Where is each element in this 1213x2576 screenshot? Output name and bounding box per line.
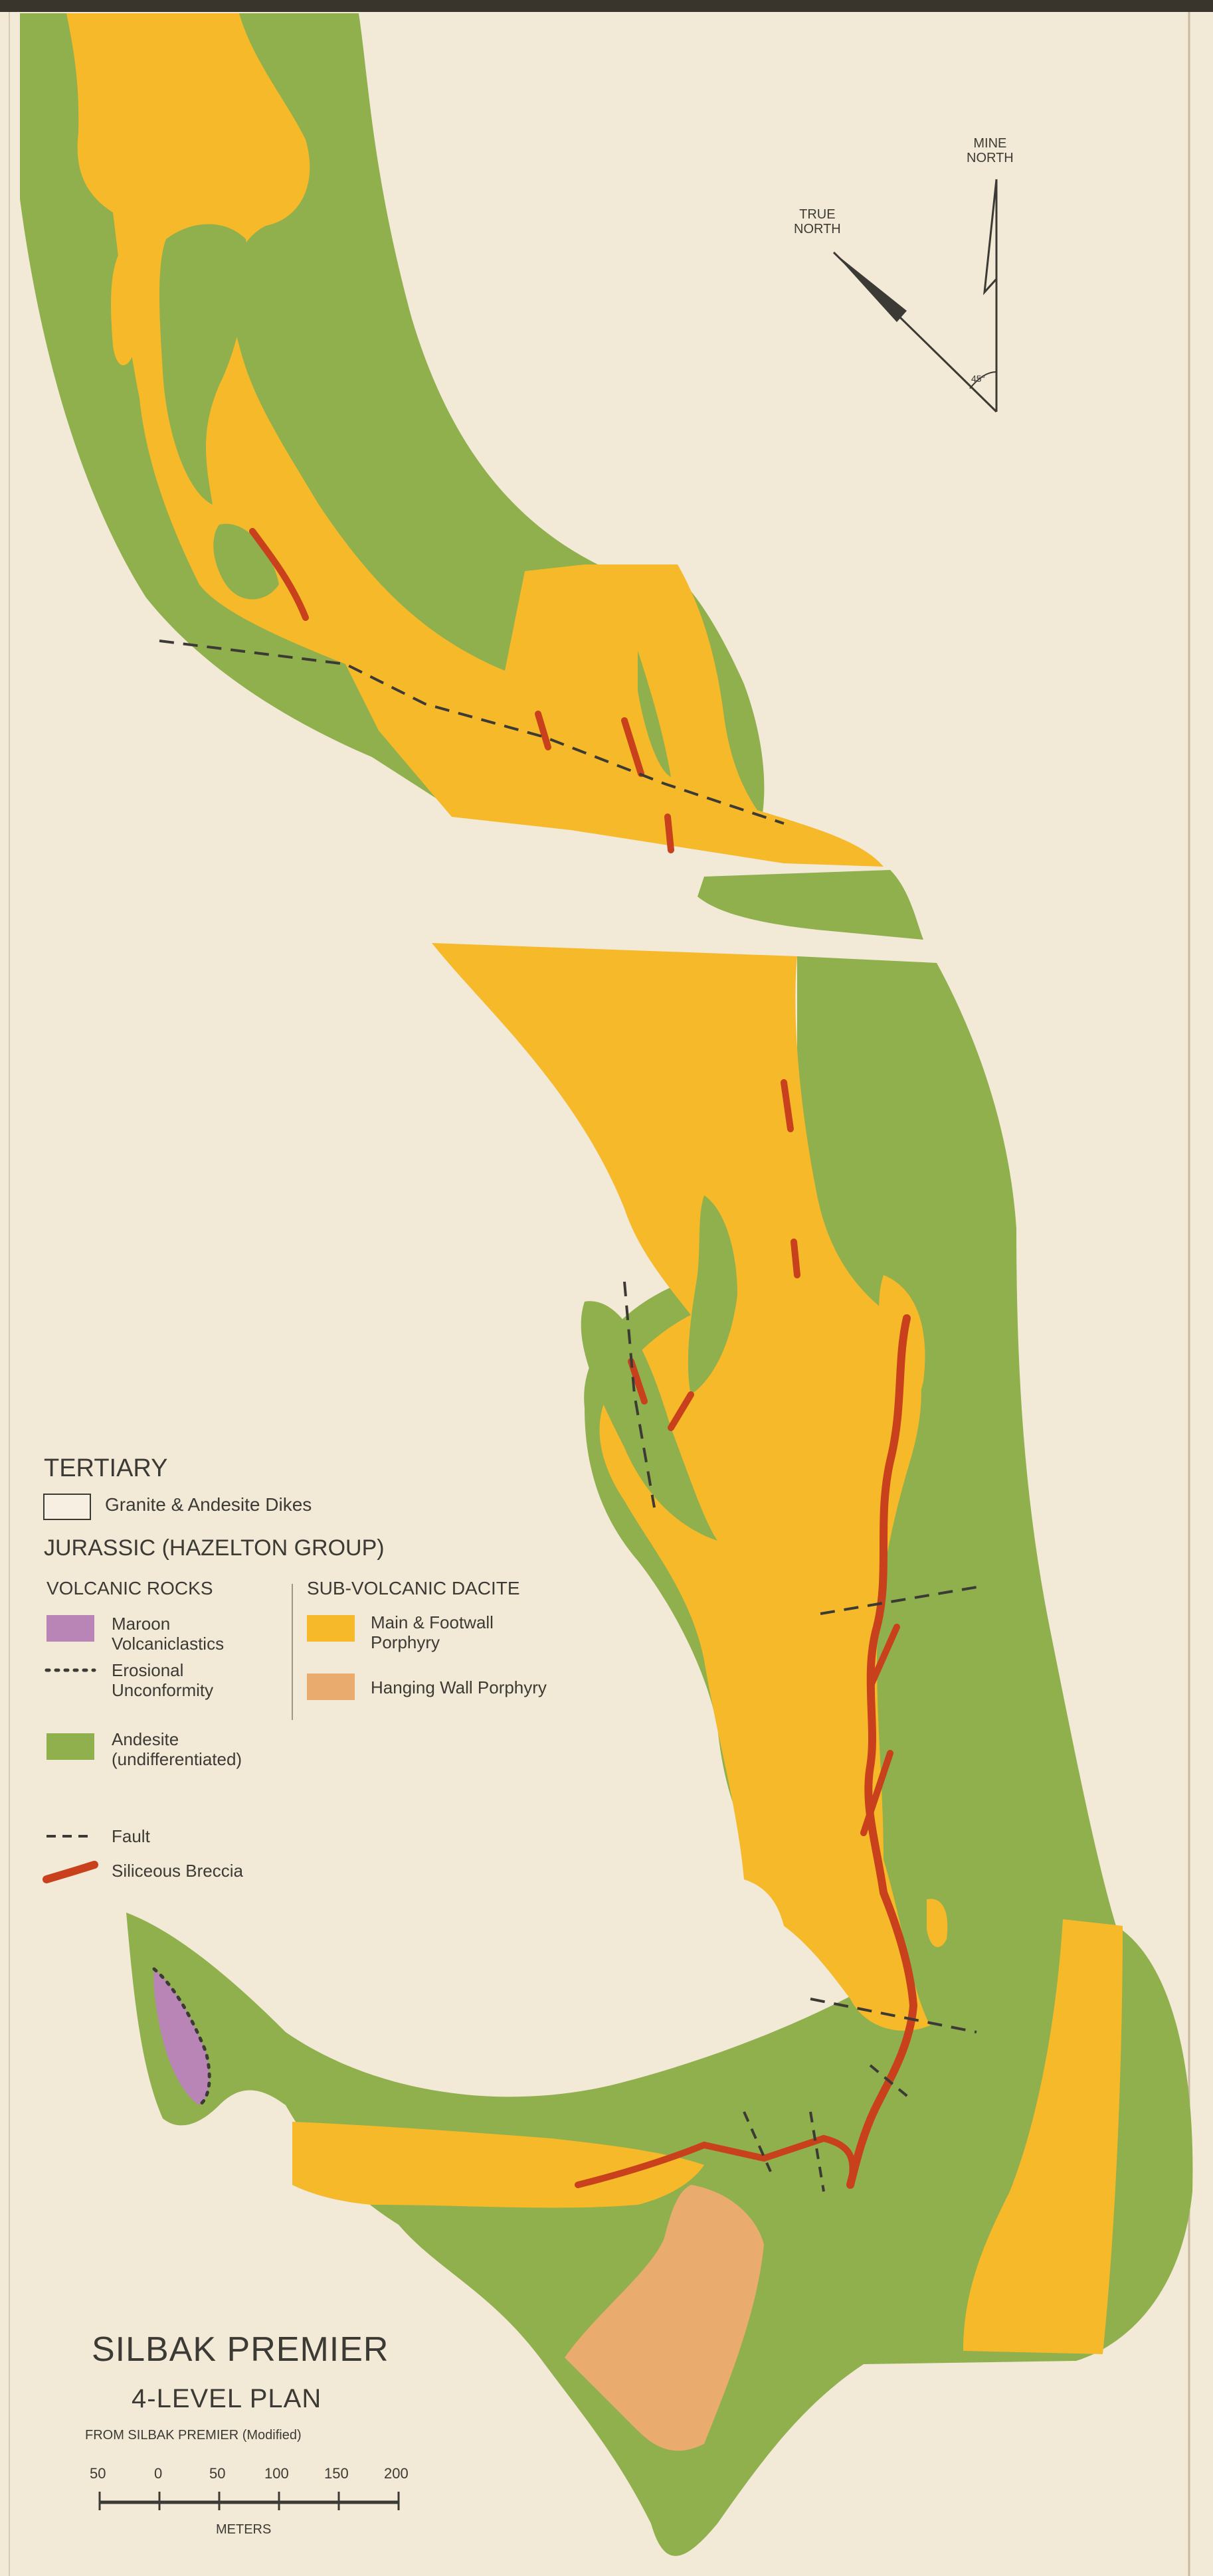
angle-label: 45° <box>971 373 986 384</box>
legend-item-fault: Fault <box>112 1826 150 1846</box>
scale-unit: METERS <box>216 2522 272 2537</box>
legend-item-maroon: Maroon Volcaniclastics <box>112 1614 225 1654</box>
breccia-main <box>846 1314 918 2189</box>
maroon-volcaniclastics <box>153 1969 210 2105</box>
scale-label-0: 0 <box>154 2465 163 2482</box>
breccia-upper-4 <box>664 814 674 853</box>
fault-cross-1 <box>820 1586 977 1615</box>
fault-short-3 <box>869 2064 911 2100</box>
porphyry-upper <box>66 13 884 867</box>
legend-symbol-breccia <box>43 1861 98 1883</box>
legend-swatch-porphyry <box>307 1615 355 1642</box>
hanging-wall-porphyry <box>565 2185 764 2451</box>
fault-upper <box>159 640 785 825</box>
true-north-arrowhead <box>834 252 907 322</box>
scale-label-200: 200 <box>384 2465 409 2482</box>
legend-symbols <box>43 1494 355 1883</box>
breccia-upper-1 <box>249 528 309 621</box>
andesite-inclusion-1 <box>159 224 248 505</box>
porphyry-southwest-band <box>292 2122 704 2208</box>
andesite-inclusion-3 <box>638 651 671 777</box>
fault-cross-2 <box>810 1998 977 2033</box>
breccia-branch-1 <box>867 1624 900 1690</box>
legend-swatch-hanging-wall <box>307 1674 355 1700</box>
legend-swatch-dikes <box>43 1494 91 1520</box>
legend-item-andesite: Andesite (undifferentiated) <box>112 1729 242 1769</box>
legend-tertiary-heading: TERTIARY <box>44 1454 168 1482</box>
andesite-sliver <box>698 870 923 940</box>
porphyry-blob <box>927 1899 948 1947</box>
map-subtitle: 4-LEVEL PLAN <box>132 2384 322 2413</box>
legend-item-breccia: Siliceous Breccia <box>112 1861 243 1881</box>
breccia-lower-3 <box>628 1358 648 1405</box>
breccia-south <box>575 2134 856 2188</box>
andesite-lens-2 <box>581 1301 717 1541</box>
legend-subvolcanic-heading: SUB-VOLCANIC DACITE <box>307 1578 520 1598</box>
fault-vertical-1 <box>623 1281 656 1508</box>
andesite-lens-1 <box>688 1195 737 1395</box>
top-shadow <box>0 0 1213 12</box>
legend-item-porphyry: Main & Footwall Porphyry <box>371 1612 494 1652</box>
legend-item-unconformity: Erosional Unconformity <box>112 1660 214 1700</box>
scale-bar <box>98 2492 400 2510</box>
angle-arc <box>969 371 997 389</box>
breccia-lower-1 <box>781 1079 794 1132</box>
porphyry-east-strip <box>963 1919 1123 2354</box>
fault-short-2 <box>809 2111 825 2192</box>
true-north-label: TRUE NORTH <box>794 207 841 236</box>
andesite-inclusion-2 <box>213 523 279 600</box>
north-arrow <box>832 179 998 413</box>
breccia-upper-2 <box>535 711 551 750</box>
breccia-lower-2 <box>791 1239 800 1278</box>
scale-label-100: 100 <box>264 2465 289 2482</box>
legend-swatch-andesite <box>47 1733 94 1760</box>
mine-north-arrowhead <box>983 179 998 296</box>
legend-jurassic-heading: JURASSIC (HAZELTON GROUP) <box>44 1535 385 1561</box>
breccia-upper-3 <box>621 717 644 777</box>
erosional-unconformity <box>152 1967 211 2107</box>
porphyry-inclusion-1 <box>111 252 141 365</box>
scale-label-150: 150 <box>324 2465 349 2482</box>
mine-north-label: MINE NORTH <box>967 136 1014 165</box>
legend-item-hanging-wall: Hanging Wall Porphyry <box>371 1677 547 1697</box>
breccia-branch-2 <box>860 1750 893 1836</box>
map-title: SILBAK PREMIER <box>92 2330 389 2369</box>
breccia-lower-4 <box>668 1391 694 1431</box>
legend-item-dikes: Granite & Andesite Dikes <box>105 1494 312 1515</box>
legend-volcanic-heading: VOLCANIC ROCKS <box>47 1578 213 1598</box>
legend-swatch-maroon <box>47 1615 94 1642</box>
scale-label-50w: 50 <box>90 2465 106 2482</box>
map-source: FROM SILBAK PREMIER (Modified) <box>85 2428 302 2443</box>
scale-label-50: 50 <box>209 2465 226 2482</box>
